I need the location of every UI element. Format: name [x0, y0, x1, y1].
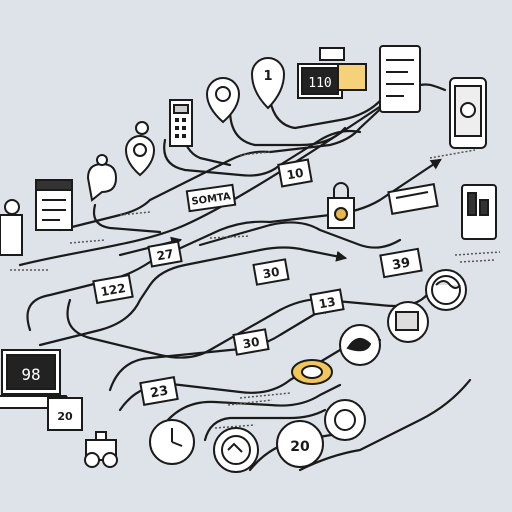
wallet-icon: [387, 183, 439, 215]
tag-13-text: 13: [318, 295, 337, 312]
tag-30-lower-text: 30: [242, 335, 261, 352]
tag-30-upper: 30: [252, 258, 290, 286]
cube-text: 20: [57, 410, 73, 423]
tag-122-text: 122: [100, 281, 127, 299]
clock-icon: [149, 419, 195, 465]
clock-icon: 20: [276, 420, 324, 468]
top-screen-text: 110: [308, 76, 331, 91]
tag-27-text: 27: [156, 247, 175, 264]
tag-30-upper-text: 30: [262, 265, 281, 282]
calculator-icon: [169, 99, 193, 147]
tag-23: 23: [139, 376, 179, 406]
lemon-icon: [291, 359, 333, 385]
smartphone-icon: [461, 184, 497, 240]
tag-somta-text: SOMTA: [191, 191, 232, 207]
clock-text: 20: [290, 439, 310, 455]
tag-27: 27: [147, 240, 183, 268]
globe-icon: [425, 269, 467, 311]
tag-23-text: 23: [149, 384, 169, 402]
tag-10-text: 10: [286, 166, 305, 183]
map-icon: [387, 301, 429, 343]
location-pin-icon: [205, 77, 241, 124]
icons: 1 110: [0, 45, 497, 473]
tag-13: 13: [309, 288, 345, 316]
tablet-icon: [379, 45, 421, 113]
label-tags: SOMTA 10 27 122 30 39 13 30: [92, 158, 423, 406]
tag-30-lower: 30: [232, 328, 270, 356]
coin-icon: [339, 324, 381, 366]
annotation-lines: [10, 149, 501, 429]
tag-39: 39: [379, 247, 423, 279]
laptop-screen-icon: 110: [297, 47, 367, 99]
coin-icon: [324, 399, 366, 441]
watch-icon: [213, 427, 259, 473]
location-pin-icon: 1: [250, 57, 286, 110]
connector-lines: [18, 83, 472, 472]
location-pin-icon: [124, 121, 156, 177]
tag-39-text: 39: [391, 256, 411, 274]
tag-somta: SOMTA: [185, 183, 237, 213]
chat-bubble-icon: [86, 154, 118, 202]
tag-122: 122: [92, 273, 134, 305]
calendar-icon: [35, 179, 73, 231]
lock-icon: [327, 182, 355, 229]
tag-10: 10: [277, 158, 313, 188]
robot-icon: [84, 431, 118, 468]
cube-icon: 20: [47, 397, 83, 431]
smartphone-icon: [449, 77, 487, 149]
laptop-screen-text: 98: [21, 365, 40, 384]
card-icon: [0, 199, 23, 256]
svg-text:1: 1: [263, 69, 272, 84]
